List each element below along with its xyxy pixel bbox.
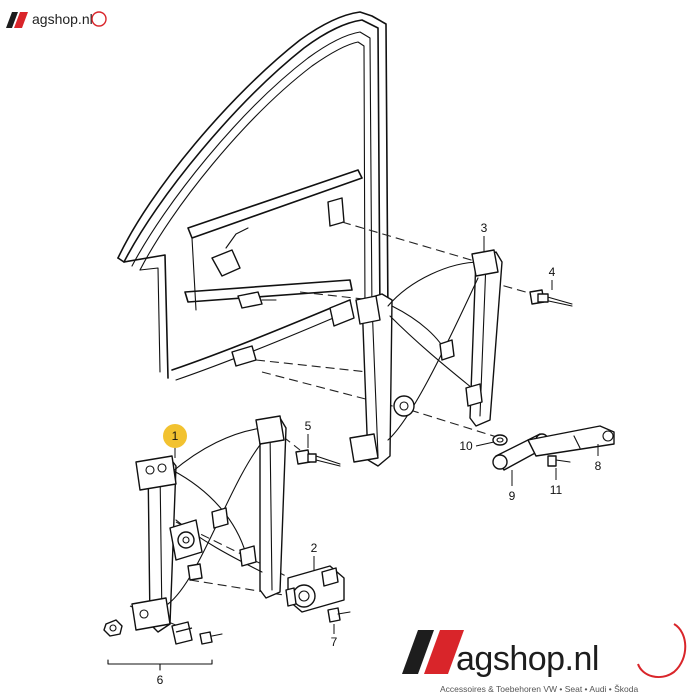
brand-logo-large: agshop.nl Accessoires & Toebehoren VW • … bbox=[398, 618, 694, 698]
callout-10: 10 bbox=[459, 439, 473, 453]
crank-assembly bbox=[492, 425, 615, 471]
brand-circle-icon bbox=[91, 11, 107, 27]
brand-name-small: agshop.nl bbox=[32, 11, 93, 27]
door-frame bbox=[117, 11, 389, 381]
callout-5: 5 bbox=[305, 419, 312, 433]
callout-11: 11 bbox=[550, 483, 563, 497]
brand-logo-small: agshop.nl bbox=[4, 8, 114, 32]
motor-2 bbox=[285, 565, 351, 623]
callout-9: 9 bbox=[509, 489, 516, 503]
callout-leaders bbox=[174, 236, 599, 634]
callout-7: 7 bbox=[331, 635, 338, 649]
upper-window-regulator bbox=[349, 249, 503, 467]
brand-ring-icon bbox=[637, 623, 687, 679]
callout-1-highlight bbox=[163, 424, 187, 448]
callout-8: 8 bbox=[595, 459, 602, 473]
brand-mark-icon bbox=[6, 12, 28, 28]
parts-6 bbox=[103, 619, 223, 671]
callout-numbers: 1 2 3 4 5 6 7 8 9 10 11 bbox=[157, 221, 602, 687]
callout-1: 1 bbox=[172, 429, 179, 443]
bolt-5 bbox=[295, 449, 341, 467]
brand-name-large: agshop.nl bbox=[456, 640, 599, 678]
brand-mark-large-icon bbox=[402, 630, 464, 674]
callout-4: 4 bbox=[549, 265, 556, 279]
lower-window-regulator bbox=[131, 415, 287, 633]
callout-2: 2 bbox=[311, 541, 318, 555]
brand-tagline: Accessoires & Toebehoren VW • Seat • Aud… bbox=[440, 684, 639, 694]
callout-6: 6 bbox=[157, 673, 164, 687]
bolt-4 bbox=[529, 289, 573, 307]
callout-3: 3 bbox=[481, 221, 488, 235]
